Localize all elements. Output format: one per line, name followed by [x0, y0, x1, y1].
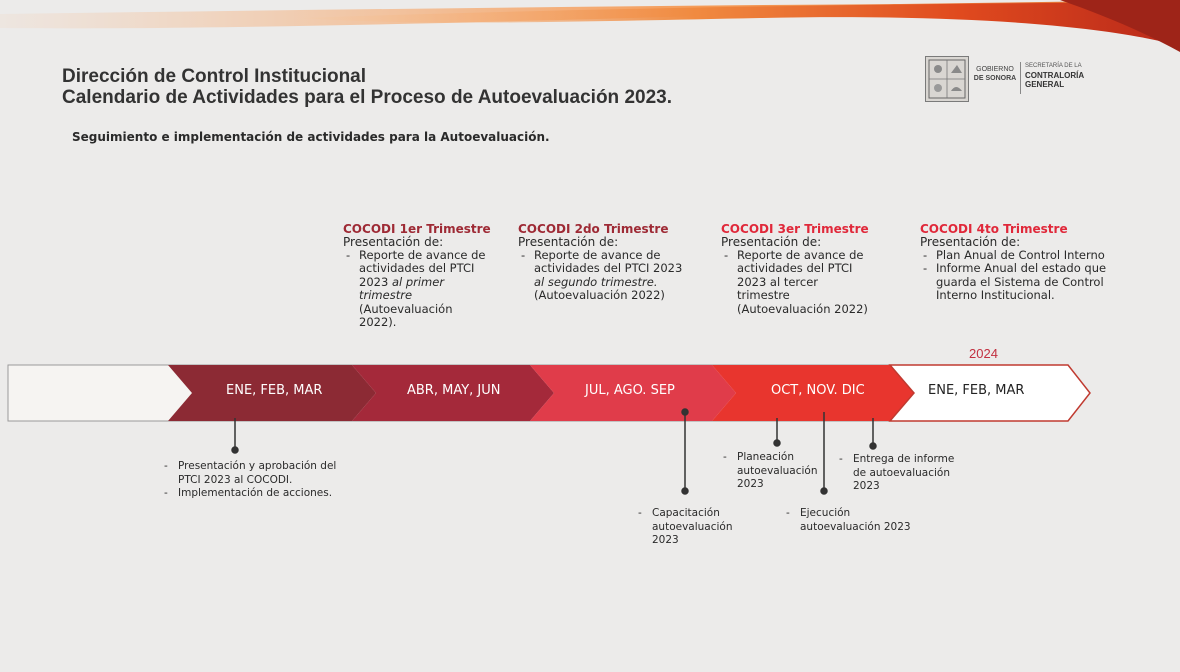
timeline-segment-next-q1 [888, 364, 1091, 422]
quarter-2-title: COCODI 2do Trimestre [518, 222, 669, 236]
gobierno-sonora-logo: GOBIERNO DE SONORA SECRETARÍA DE LA CONT… [925, 56, 1107, 104]
timeline-label-q2: ABR, MAY, JUN [407, 383, 501, 398]
annotation-entrega-text: Entrega de informe de autoevaluación 202… [837, 453, 967, 494]
connector-entrega-dot [869, 442, 877, 450]
quarter-4-item-plan: Plan Anual de Control Interno [920, 248, 1130, 263]
quarter-4-items: Plan Anual de Control Interno Informe An… [920, 248, 1130, 303]
connector-capacitacion-dot [681, 487, 689, 495]
annotation-q1-item-acciones: Implementación de acciones. [162, 487, 352, 501]
annotation-ejecucion-text: Ejecución autoevaluación 2023 [784, 507, 934, 534]
page-title: Dirección de Control Institucional Calen… [62, 66, 672, 108]
quarter-2-block: COCODI 2do Trimestre Presentación de: Re… [518, 222, 688, 303]
quarter-2-intro: Presentación de: [518, 235, 619, 249]
annotation-entrega: Entrega de informe de autoevaluación 202… [837, 453, 967, 494]
sonora-seal-icon [925, 56, 969, 102]
quarter-4-item-informe: Informe Anual del estado que guarda el S… [920, 262, 1130, 302]
quarter-4-block: COCODI 4to Trimestre Presentación de: Pl… [920, 222, 1130, 303]
sec-big2: GENERAL [1025, 80, 1065, 89]
header-swoosh [0, 0, 1180, 52]
quarter-3-block: COCODI 3er Trimestre Presentación de: Re… [721, 222, 871, 316]
logo-divider [1020, 62, 1021, 94]
timeline-label-next-q1: ENE, FEB, MAR [928, 383, 1025, 398]
quarter-3-intro: Presentación de: [721, 235, 822, 249]
quarter-2-item: Reporte de avance de actividades del PTC… [518, 248, 688, 303]
timeline-band [7, 364, 1091, 422]
connector-q1-dot [231, 446, 239, 454]
annotation-q1: Presentación y aprobación del PTCI 2023 … [162, 460, 352, 501]
quarter-3-items: Reporte de avance de actividades del PTC… [721, 248, 871, 316]
quarter-1-item: Reporte de avance de actividades del PTC… [343, 248, 493, 329]
timeline-segment-q4 [712, 365, 914, 421]
quarter-3-item: Reporte de avance de actividades del PTC… [721, 248, 871, 316]
annotation-planeacion-text: Planeación autoevaluación 2023 [721, 451, 826, 492]
timeline-segment-q3 [530, 365, 736, 421]
page-subtitle: Seguimiento e implementación de activida… [72, 130, 550, 144]
quarter-4-title: COCODI 4to Trimestre [920, 222, 1068, 236]
sec-big1: CONTRALORÍA [1025, 71, 1085, 80]
timeline-label-q1: ENE, FEB, MAR [226, 383, 323, 398]
timeline-segment-q2 [352, 365, 554, 421]
annotation-capacitacion: Capacitación autoevaluación 2023 [636, 507, 756, 548]
annotation-ejecucion: Ejecución autoevaluación 2023 [784, 507, 934, 534]
contraloria-text: SECRETARÍA DE LA CONTRALORÍA GENERAL [1025, 62, 1111, 89]
quarter-1-block: COCODI 1er Trimestre Presentación de: Re… [343, 222, 493, 329]
quarter-1-intro: Presentación de: [343, 235, 444, 249]
gov-line1: GOBIERNO [976, 66, 1014, 73]
annotation-q1-item-ptci: Presentación y aprobación del PTCI 2023 … [162, 460, 352, 487]
quarter-4-intro: Presentación de: [920, 235, 1021, 249]
sec-small: SECRETARÍA DE LA [1025, 63, 1082, 69]
connector-planeacion-dot [773, 439, 781, 447]
timeline-label-q4: OCT, NOV. DIC [771, 383, 865, 398]
timeline-label-q3: JUL, AGO. SEP [585, 383, 675, 398]
title-calendario: Calendario de Actividades para el Proces… [62, 87, 672, 108]
title-direccion: Dirección de Control Institucional [62, 66, 367, 87]
quarter-3-title: COCODI 3er Trimestre [721, 222, 869, 236]
quarter-2-items: Reporte de avance de actividades del PTC… [518, 248, 688, 303]
timeline-segment-q1 [168, 365, 376, 421]
quarter-1-items: Reporte de avance de actividades del PTC… [343, 248, 493, 329]
quarter-1-title: COCODI 1er Trimestre [343, 222, 491, 236]
annotation-planeacion: Planeación autoevaluación 2023 [721, 451, 826, 492]
gov-line2: DE SONORA [973, 75, 1017, 82]
gobierno-sonora-text: GOBIERNO DE SONORA [973, 65, 1017, 83]
annotation-capacitacion-text: Capacitación autoevaluación 2023 [636, 507, 756, 548]
year-label: 2024 [969, 346, 998, 361]
